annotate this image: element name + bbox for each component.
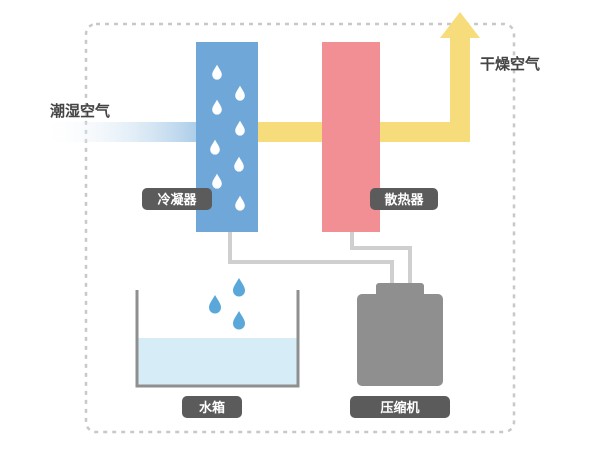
pipe-radiator-to-compressor: [350, 232, 412, 286]
dry-air-flow-middle: [258, 122, 322, 142]
pipe-condenser-to-compressor: [228, 232, 394, 286]
dry-air-label: 干燥空气: [480, 55, 540, 73]
water-drop-icon: [233, 278, 245, 297]
condenser-label: 冷凝器: [142, 188, 212, 210]
water-drop-icon: [209, 295, 221, 314]
water-drop-icon: [233, 311, 245, 330]
falling-drops: [209, 278, 245, 330]
water-tank-label-text: 水箱: [199, 400, 225, 416]
dry-air-flow-outlet: [380, 12, 480, 142]
humid-air-flow: [40, 122, 200, 142]
water-tank: [135, 290, 300, 388]
radiator-label: 散热器: [370, 188, 438, 210]
compressor-label: 压缩机: [350, 396, 450, 418]
condenser-label-text: 冷凝器: [157, 192, 197, 208]
radiator-label-text: 散热器: [384, 192, 424, 208]
compressor: [357, 294, 443, 386]
compressor-cap: [376, 283, 424, 297]
water-tank-label: 水箱: [182, 396, 242, 418]
humid-air-label: 潮湿空气: [50, 102, 110, 120]
water: [137, 338, 298, 386]
compressor-label-text: 压缩机: [380, 400, 419, 416]
